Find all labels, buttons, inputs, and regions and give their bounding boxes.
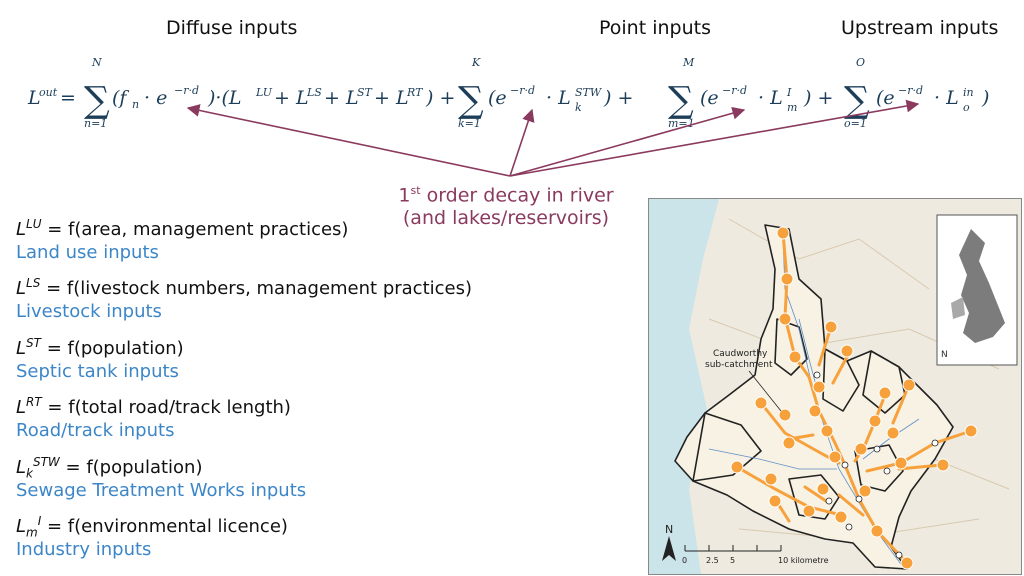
svg-text:(e: (e bbox=[700, 87, 719, 109]
svg-text:−r·d: −r·d bbox=[898, 84, 923, 97]
svg-text:· e: · e bbox=[144, 87, 167, 109]
svg-text:m: m bbox=[787, 101, 797, 114]
catchment-nodes bbox=[730, 226, 978, 570]
definition-lu: LLU = f(area, management practices) bbox=[16, 217, 348, 240]
north-arrow-icon bbox=[662, 536, 676, 561]
svg-text:)·(L: )·(L bbox=[207, 87, 241, 109]
svg-text:(f: (f bbox=[112, 87, 129, 109]
inset-north-label: N bbox=[941, 350, 948, 360]
definition-ls: LLS = f(livestock numbers, management pr… bbox=[16, 276, 472, 299]
svg-text:∑: ∑ bbox=[458, 80, 484, 121]
svg-text:o=1: o=1 bbox=[844, 117, 867, 130]
definition-symbol: L bbox=[16, 457, 27, 478]
svg-text:K: K bbox=[471, 56, 481, 69]
definition-superscript: LU bbox=[26, 217, 42, 231]
decay-line1: order decay in river bbox=[420, 184, 614, 207]
definition-symbol: L bbox=[16, 338, 27, 359]
svg-text:in: in bbox=[963, 86, 974, 99]
svg-text:+ L: + L bbox=[324, 87, 359, 109]
definition-formula: = f(area, management practices) bbox=[41, 219, 349, 240]
scale-bar: 0 2.5 5 10 kilometre bbox=[682, 545, 829, 565]
svg-text:LS: LS bbox=[306, 86, 322, 99]
category-label: Septic tank inputs bbox=[16, 361, 179, 382]
definition-subscript: m bbox=[26, 525, 38, 540]
svg-text:) +: ) + bbox=[803, 87, 833, 109]
svg-text:STW: STW bbox=[575, 86, 603, 99]
callout-line2: sub-catchment bbox=[705, 360, 773, 370]
svg-text:RT: RT bbox=[406, 86, 424, 99]
svg-text:−r·d: −r·d bbox=[174, 84, 199, 97]
definition-superscript: RT bbox=[26, 395, 42, 409]
definition-formula: = f(livestock numbers, management practi… bbox=[40, 278, 473, 299]
svg-text:ST: ST bbox=[357, 86, 374, 99]
svg-text:· L: · L bbox=[758, 87, 783, 109]
svg-text:k: k bbox=[575, 101, 582, 114]
svg-text:N: N bbox=[91, 56, 102, 69]
definition-superscript: ST bbox=[26, 336, 41, 350]
scale-tick-label: 10 kilometre bbox=[778, 556, 829, 565]
definition-symbol: L bbox=[16, 219, 27, 240]
svg-text:+ L: + L bbox=[374, 87, 409, 109]
svg-text:) +: ) + bbox=[603, 87, 633, 109]
scale-tick-label: 0 bbox=[682, 556, 687, 565]
decay-number: 1 bbox=[398, 184, 411, 207]
scale-tick-label: 2.5 bbox=[706, 556, 719, 565]
svg-text:· L: · L bbox=[546, 87, 571, 109]
svg-text:−r·d: −r·d bbox=[510, 84, 535, 97]
svg-text:): ) bbox=[981, 87, 989, 109]
svg-text:∑: ∑ bbox=[844, 80, 870, 121]
definition-rt: LRT = f(total road/track length) bbox=[16, 395, 291, 418]
svg-text:M: M bbox=[682, 56, 695, 69]
svg-text:· L: · L bbox=[934, 87, 959, 109]
svg-text:k=1: k=1 bbox=[458, 117, 481, 130]
category-label: Livestock inputs bbox=[16, 301, 162, 322]
catchment-map: N Caudworthy sub bbox=[648, 198, 1022, 575]
svg-text:−r·d: −r·d bbox=[722, 84, 747, 97]
decay-line2: (and lakes/reservoirs) bbox=[402, 207, 610, 230]
definition-formula: = f(population) bbox=[59, 457, 203, 478]
upstream-inputs-header: Upstream inputs bbox=[841, 17, 999, 39]
decay-suffix: st bbox=[410, 184, 421, 197]
svg-text:n=1: n=1 bbox=[84, 117, 107, 130]
definition-i: LmI = f(environmental licence) bbox=[16, 514, 288, 540]
svg-text:) +: ) + bbox=[425, 87, 455, 109]
definition-stw: LkSTW = f(population) bbox=[16, 455, 203, 481]
svg-text:∑: ∑ bbox=[668, 80, 694, 121]
definition-formula: = f(environmental licence) bbox=[41, 516, 288, 537]
svg-text:n: n bbox=[132, 98, 139, 111]
category-label: Industry inputs bbox=[16, 539, 152, 560]
diffuse-inputs-header: Diffuse inputs bbox=[166, 17, 298, 39]
svg-text:O: O bbox=[856, 56, 865, 69]
point-inputs-header: Point inputs bbox=[599, 17, 711, 39]
definition-superscript: LS bbox=[26, 276, 41, 290]
category-label: Road/track inputs bbox=[16, 420, 175, 441]
definition-symbol: L bbox=[16, 516, 27, 537]
definition-st: LST = f(population) bbox=[16, 336, 184, 359]
scale-tick-label: 5 bbox=[730, 556, 735, 565]
svg-text:o: o bbox=[963, 101, 970, 114]
definition-symbol: L bbox=[16, 278, 27, 299]
svg-text:+ L: + L bbox=[274, 87, 309, 109]
svg-text:=: = bbox=[60, 87, 76, 109]
svg-text:m=1: m=1 bbox=[668, 117, 695, 130]
svg-text:LU: LU bbox=[255, 86, 273, 99]
definition-formula: = f(population) bbox=[40, 338, 184, 359]
svg-text:L: L bbox=[27, 87, 41, 109]
callout-line1: Caudworthy bbox=[713, 349, 768, 359]
svg-text:I: I bbox=[786, 86, 792, 99]
definition-symbol: L bbox=[16, 397, 27, 418]
svg-text:(e: (e bbox=[876, 87, 895, 109]
definition-superscript: I bbox=[37, 514, 42, 528]
definition-superscript: STW bbox=[32, 455, 60, 469]
category-label: Sewage Treatment Works inputs bbox=[16, 480, 307, 501]
decay-label: 1st order decay in river (and lakes/rese… bbox=[372, 179, 640, 230]
svg-text:(e: (e bbox=[488, 87, 507, 109]
north-label: N bbox=[665, 523, 673, 536]
svg-text:∑: ∑ bbox=[84, 80, 110, 121]
svg-text:out: out bbox=[39, 86, 58, 99]
category-label: Land use inputs bbox=[16, 242, 159, 263]
definition-formula: = f(total road/track length) bbox=[41, 397, 291, 418]
definition-subscript: k bbox=[26, 466, 33, 481]
